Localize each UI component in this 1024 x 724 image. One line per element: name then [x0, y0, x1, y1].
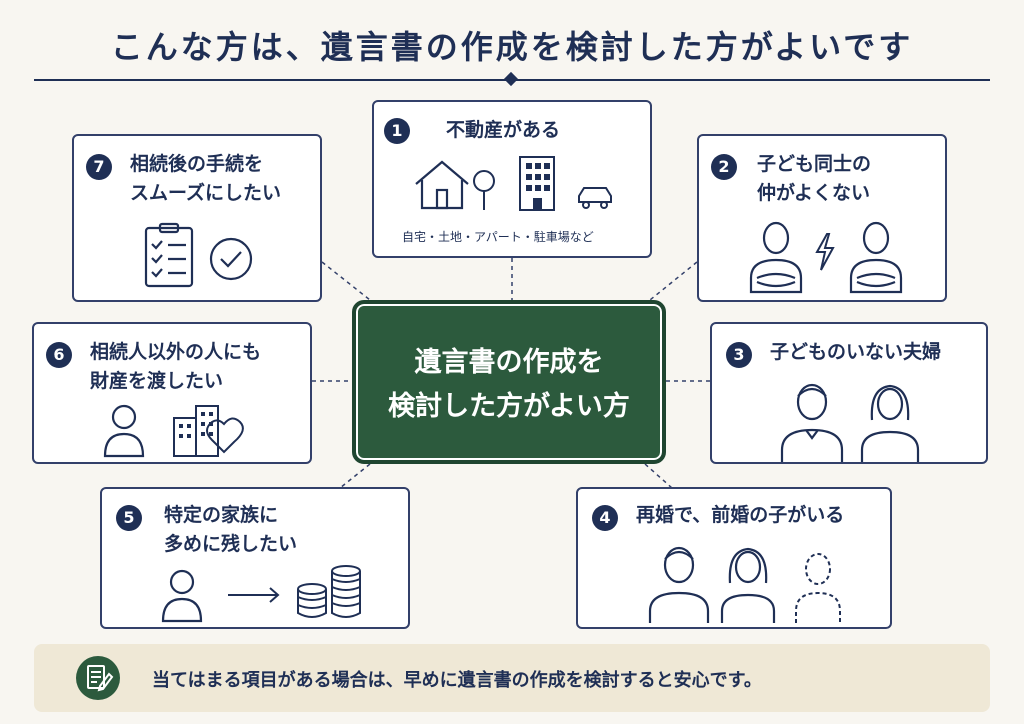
item-label: 相続人以外の人にも財産を渡したい: [90, 341, 262, 392]
item-label: 子どものいない夫婦: [770, 341, 942, 363]
checkmark-circle-icon: [209, 237, 253, 281]
item-subtext: 自宅・土地・アパート・駐車場など: [402, 230, 594, 244]
item-number-badge: 3: [726, 342, 752, 368]
person-icon: [161, 569, 203, 623]
arrow-right-icon: [228, 587, 280, 603]
man-icon: [780, 383, 844, 462]
card-childless-couple: 3 子どものいない夫婦: [710, 322, 988, 464]
item-number-badge: 6: [46, 342, 72, 368]
person-arms-crossed-icon: [849, 221, 903, 294]
woman-icon: [720, 547, 776, 623]
card-children-not-getting-along: 2 子ども同士の仲がよくない: [697, 134, 947, 302]
card-remarried-with-children: 4 再婚で、前婚の子がいる: [576, 487, 892, 629]
card-give-to-non-heirs: 6 相続人以外の人にも財産を渡したい: [32, 322, 312, 464]
person-icon: [103, 404, 145, 458]
item-label: 相続後の手続をスムーズにしたい: [130, 153, 282, 204]
card-smooth-procedures: 7 相続後の手続をスムーズにしたい: [72, 134, 322, 302]
item-number-badge: 1: [384, 118, 410, 144]
person-arms-crossed-icon: [749, 221, 803, 294]
lightning-icon: [815, 233, 835, 271]
center-heading-box: 遺言書の作成を 検討した方がよい方: [352, 300, 666, 464]
item-number-badge: 7: [86, 154, 112, 180]
building-icon: [519, 156, 555, 211]
building-heart-icon: [173, 405, 244, 457]
item-number-badge: 5: [116, 505, 142, 531]
footer-text: 当てはまる項目がある場合は、早めに遺言書の作成を検討すると安心です。: [152, 670, 762, 691]
item-label: 特定の家族に多めに残したい: [164, 504, 298, 555]
item-label: 再婚で、前婚の子がいる: [636, 504, 845, 526]
tree-icon: [473, 170, 495, 210]
document-pen-icon: [76, 656, 120, 700]
coins-icon: [297, 565, 361, 618]
woman-icon: [860, 384, 920, 462]
dashed-person-icon: [795, 553, 841, 623]
item-label: 不動産がある: [446, 119, 561, 141]
center-heading-line1: 遺言書の作成を: [414, 347, 604, 378]
man-icon: [648, 546, 710, 623]
footer-note: 当てはまる項目がある場合は、早めに遺言書の作成を検討すると安心です。: [34, 644, 990, 712]
item-number-badge: 2: [711, 154, 737, 180]
center-heading-line2: 検討した方がよい方: [388, 391, 630, 422]
item-number-badge: 4: [592, 505, 618, 531]
page-title: こんな方は、遺言書の作成を検討した方がよいです: [110, 28, 914, 66]
car-icon: [578, 187, 612, 209]
item-label: 子ども同士の仲がよくない: [757, 153, 872, 204]
card-real-estate: 1 不動産がある 自宅・土地・アパート・駐車場など: [372, 100, 652, 258]
card-leave-more-to-family: 5 特定の家族に多めに残したい: [100, 487, 410, 629]
checklist-icon: [144, 222, 194, 288]
house-icon: [415, 160, 469, 210]
